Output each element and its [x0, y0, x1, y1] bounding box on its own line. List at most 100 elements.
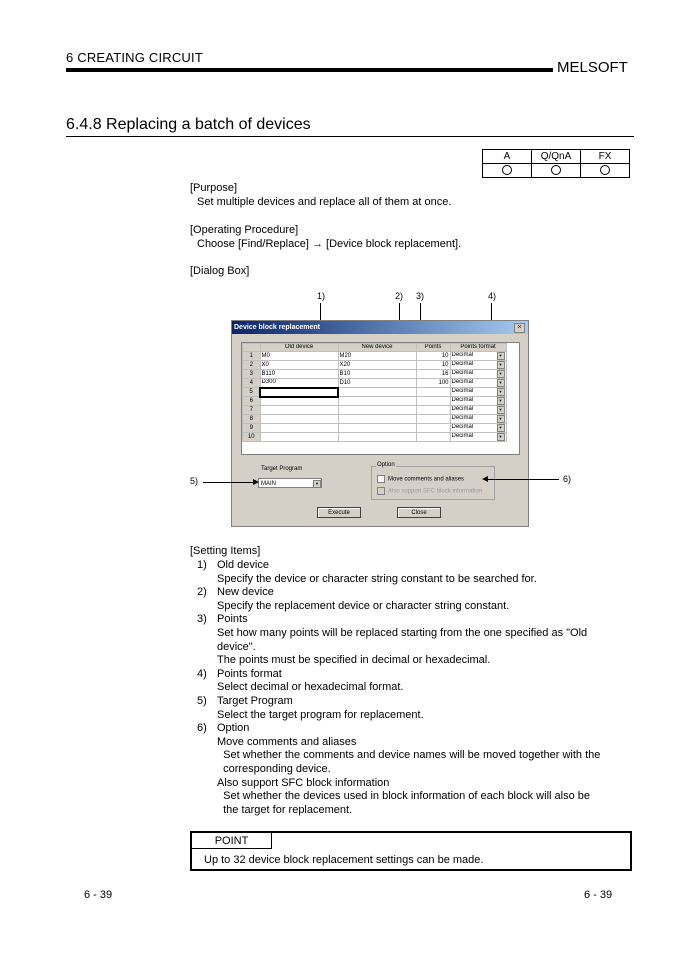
- move-comments-label: Move comments and aliases: [388, 476, 465, 483]
- target-program-select[interactable]: MAIN ▼: [258, 478, 322, 488]
- points-cell[interactable]: [415, 414, 451, 424]
- new-device-cell[interactable]: [337, 405, 417, 415]
- table-row: 7 Decimal▼: [242, 405, 507, 415]
- list-item: Select decimal or hexadecimal format.: [197, 681, 637, 695]
- compat-mark-a: [482, 163, 532, 178]
- points-cell[interactable]: 10: [415, 360, 451, 370]
- points-format-cell[interactable]: Decimal▼: [449, 387, 507, 397]
- points-format-cell[interactable]: Decimal▼: [449, 360, 507, 370]
- new-device-cell[interactable]: [337, 423, 417, 433]
- table-row: 2 X0 X20 10 Decimal▼: [242, 360, 507, 370]
- page-number-right: 6 - 39: [584, 889, 613, 901]
- chevron-down-icon[interactable]: ▼: [496, 352, 505, 360]
- format-value: Decimal: [451, 424, 474, 431]
- points-format-cell[interactable]: Decimal▼: [449, 351, 507, 361]
- chevron-down-icon[interactable]: ▼: [496, 388, 505, 396]
- new-device-cell[interactable]: X20: [337, 360, 417, 370]
- new-device-cell[interactable]: [337, 387, 417, 397]
- format-value: Decimal: [451, 397, 474, 404]
- points-cell[interactable]: [415, 423, 451, 433]
- list-item: 6)Option: [197, 722, 637, 736]
- points-format-cell[interactable]: Decimal▼: [449, 378, 507, 388]
- close-button[interactable]: Close: [397, 507, 441, 518]
- points-format-cell[interactable]: Decimal▼: [449, 369, 507, 379]
- old-device-cell[interactable]: X0: [259, 360, 339, 370]
- points-format-cell[interactable]: Decimal▼: [449, 414, 507, 424]
- checkbox-icon[interactable]: [377, 487, 385, 495]
- old-device-cell[interactable]: [259, 432, 339, 442]
- format-value: Decimal: [451, 433, 474, 440]
- chevron-down-icon[interactable]: ▼: [496, 424, 505, 432]
- list-item: Also support SFC block information: [197, 777, 637, 791]
- item-text: Option: [217, 722, 250, 735]
- item-text: Points: [217, 613, 248, 626]
- points-cell[interactable]: 10: [415, 351, 451, 361]
- chevron-down-icon[interactable]: ▼: [496, 415, 505, 423]
- chevron-down-icon[interactable]: ▼: [496, 379, 505, 387]
- list-item: Move comments and aliases: [197, 736, 637, 750]
- item-text: Also support SFC block information: [217, 776, 390, 789]
- new-device-cell[interactable]: D10: [337, 378, 417, 388]
- close-icon[interactable]: ×: [514, 323, 525, 333]
- item-text: Points format: [217, 667, 282, 680]
- section-title: 6.4.8 Replacing a batch of devices: [66, 116, 311, 133]
- setting-items-list: 1)Old device Specify the device or chara…: [197, 559, 637, 817]
- new-device-cell[interactable]: [337, 432, 417, 442]
- table-row: 5 Decimal▼: [242, 386, 507, 398]
- callout-3: 3): [416, 291, 425, 301]
- item-text: Specify the replacement device or charac…: [217, 599, 510, 612]
- old-device-cell[interactable]: [259, 396, 339, 406]
- chevron-down-icon[interactable]: ▼: [496, 361, 505, 369]
- item-text: Select decimal or hexadecimal format.: [217, 681, 404, 694]
- points-cell[interactable]: 100: [415, 378, 451, 388]
- new-device-cell[interactable]: [337, 414, 417, 424]
- item-text: New device: [217, 586, 274, 599]
- chevron-down-icon[interactable]: ▼: [313, 480, 321, 488]
- chevron-down-icon[interactable]: ▼: [496, 370, 505, 378]
- sfc-block-label: Also support SFC block information: [388, 488, 483, 495]
- points-format-cell[interactable]: Decimal▼: [449, 405, 507, 415]
- chevron-down-icon[interactable]: ▼: [496, 406, 505, 414]
- points-format-cell[interactable]: Decimal ▼: [449, 396, 507, 406]
- item-text: device".: [217, 640, 256, 653]
- points-cell[interactable]: [415, 432, 451, 442]
- old-device-cell[interactable]: [259, 423, 339, 433]
- table-row: 1 M0 M20 10 Decimal▼: [242, 351, 507, 361]
- table-row: 3 B110 B10 16 Decimal▼: [242, 369, 507, 379]
- chevron-down-icon[interactable]: ▼: [496, 433, 505, 441]
- points-cell[interactable]: [415, 387, 451, 397]
- row-number: 9: [242, 423, 261, 433]
- new-device-cell[interactable]: B10: [337, 369, 417, 379]
- list-item: Set how many points will be replaced sta…: [197, 627, 637, 641]
- old-device-cell[interactable]: [259, 414, 339, 424]
- arrow-left-icon: [482, 476, 488, 482]
- chevron-down-icon[interactable]: ▼: [496, 397, 505, 405]
- list-item: 5)Target Program: [197, 695, 637, 709]
- points-format-cell[interactable]: Decimal ▼: [449, 432, 507, 442]
- new-device-cell[interactable]: M20: [337, 351, 417, 361]
- points-cell[interactable]: 16: [415, 369, 451, 379]
- circle-icon: [600, 165, 610, 176]
- sfc-block-checkbox[interactable]: Also support SFC block information: [377, 487, 482, 495]
- move-comments-checkbox[interactable]: Move comments and aliases: [377, 475, 464, 483]
- compat-header-fx: FX: [580, 149, 630, 164]
- old-device-cell[interactable]: [259, 405, 339, 415]
- old-device-cell[interactable]: M0: [259, 351, 339, 361]
- grid-corner: [242, 343, 261, 352]
- old-device-cell[interactable]: B110: [259, 369, 339, 379]
- target-program-label: Target Program: [261, 466, 303, 472]
- execute-button[interactable]: Execute: [317, 507, 361, 518]
- old-device-cell-selected[interactable]: [259, 386, 339, 398]
- new-device-cell[interactable]: [337, 396, 417, 406]
- points-cell[interactable]: [415, 396, 451, 406]
- column-new-device: New device: [337, 343, 417, 352]
- old-device-cell[interactable]: D300: [259, 378, 339, 388]
- procedure-heading: [Operating Procedure]: [190, 224, 299, 236]
- points-cell[interactable]: [415, 405, 451, 415]
- callout-4: 4): [488, 291, 497, 301]
- points-format-cell[interactable]: Decimal ▼: [449, 423, 507, 433]
- row-number: 2: [242, 360, 261, 370]
- item-text: Specify the device or character string c…: [217, 572, 537, 585]
- point-tab: POINT: [192, 833, 272, 849]
- checkbox-icon[interactable]: [377, 475, 385, 483]
